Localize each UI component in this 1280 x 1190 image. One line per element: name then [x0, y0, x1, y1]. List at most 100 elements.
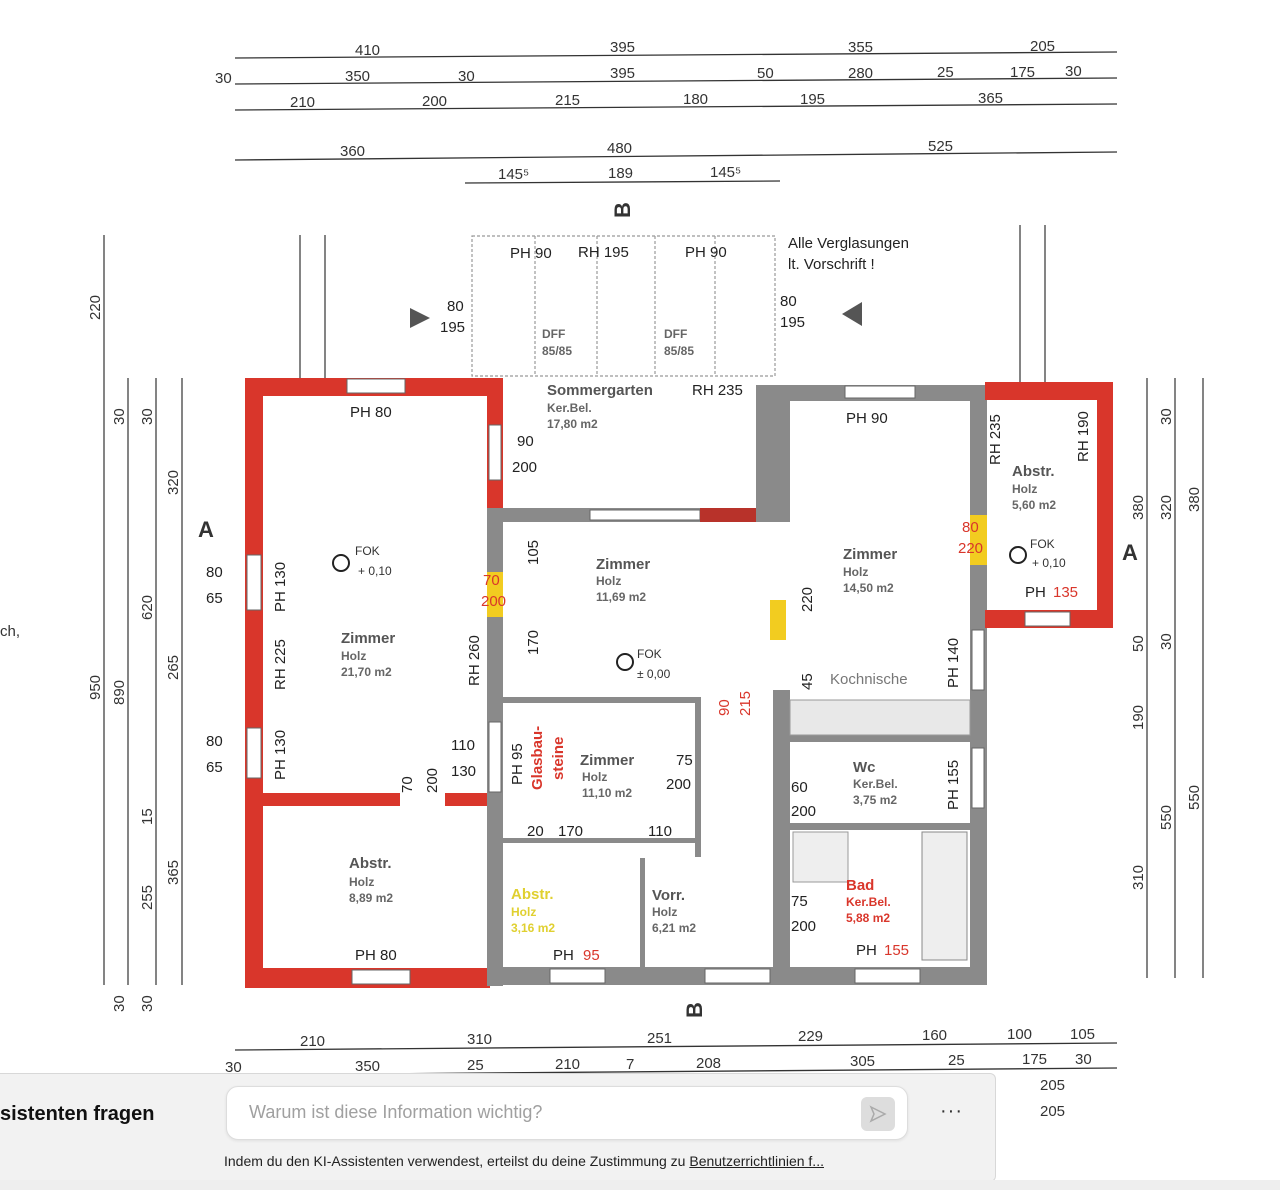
dim: 310: [467, 1031, 492, 1048]
label: PH 90: [510, 245, 552, 262]
question-input[interactable]: [247, 1101, 851, 1124]
dim: 320: [165, 470, 182, 495]
dim: 220: [799, 587, 816, 612]
label: 95: [583, 947, 600, 964]
glazing-note: lt. Vorschrift !: [788, 256, 875, 273]
room-area: 3,75 m2: [853, 793, 897, 807]
dim: 80: [206, 564, 223, 581]
dim: 170: [525, 630, 542, 655]
dim: 75: [676, 752, 693, 769]
dim: 310: [1130, 865, 1147, 890]
dim: 60: [791, 779, 808, 796]
sommergarten-glazing: [471, 235, 776, 377]
label: + 0,10: [358, 564, 392, 578]
room-name: Vorr.: [652, 887, 685, 904]
label: DFF: [664, 327, 687, 341]
label: DFF: [542, 327, 565, 341]
label: 195: [780, 314, 805, 331]
label: PH 90: [846, 410, 888, 427]
page-side-text: ch,: [0, 623, 21, 640]
dim: 200: [791, 803, 816, 820]
label: RH 235: [692, 382, 743, 399]
room-name: Zimmer: [843, 546, 897, 563]
question-input-box: [226, 1086, 908, 1140]
dim: 200: [791, 918, 816, 935]
dim: 200: [512, 459, 537, 476]
room-floor: Holz: [1012, 482, 1037, 496]
dim: 50: [1130, 635, 1147, 652]
dim: 265: [165, 655, 182, 680]
dim: 90: [517, 433, 534, 450]
room-floor: Holz: [843, 565, 868, 579]
room-name: Abstr.: [511, 886, 554, 903]
dim: 80: [962, 519, 979, 536]
room-floor: Holz: [341, 649, 366, 663]
room-floor: Ker.Bel.: [853, 777, 898, 791]
dim: 130: [451, 763, 476, 780]
room-name: Zimmer: [580, 752, 634, 769]
dim: 205: [1040, 1077, 1065, 1094]
label: PH 90: [685, 244, 727, 261]
dim: 251: [647, 1030, 672, 1047]
dim: 110: [451, 737, 475, 754]
dim: 395: [610, 65, 635, 82]
dim: 70: [483, 572, 500, 589]
label: RH 190: [1075, 411, 1092, 462]
dim: 550: [1158, 805, 1175, 830]
dim: 200: [481, 593, 506, 610]
dim: 350: [355, 1058, 380, 1075]
label: FOK: [1030, 537, 1055, 551]
dim: 30: [139, 408, 156, 425]
label: Glasbau-: [529, 726, 546, 790]
room-name: Wc: [853, 759, 876, 776]
room-area: 11,10 m2: [582, 786, 632, 800]
dim: 205: [1030, 38, 1055, 55]
send-button[interactable]: [861, 1097, 895, 1131]
level-marker-icon: [1009, 546, 1027, 564]
assistant-title: sistenten fragen: [0, 1103, 155, 1125]
dim: 25: [937, 64, 954, 81]
dim: 160: [922, 1027, 947, 1044]
dim: 215: [555, 92, 580, 109]
room-name: Abstr.: [1012, 463, 1055, 480]
label: RH 195: [578, 244, 629, 261]
dim: 320: [1158, 495, 1175, 520]
room-area: 21,70 m2: [341, 665, 392, 679]
dim: 30: [215, 70, 232, 87]
dim: 30: [1158, 633, 1175, 650]
label: ± 0,00: [637, 667, 671, 681]
dim: 30: [1075, 1051, 1092, 1068]
dim: 25: [948, 1052, 965, 1069]
section-mark-a: A: [1122, 540, 1138, 565]
dim: 170: [558, 823, 583, 840]
room-area: 5,60 m2: [1012, 498, 1056, 512]
room-name: Zimmer: [596, 556, 650, 573]
dim: 365: [165, 860, 182, 885]
dim: 380: [1130, 495, 1147, 520]
user-guidelines-link[interactable]: Benutzerrichtlinien f...: [689, 1153, 824, 1169]
dim: 305: [850, 1053, 875, 1070]
room-area: 14,50 m2: [843, 581, 894, 595]
label: PH 130: [272, 562, 289, 612]
dim: 525: [928, 138, 953, 155]
dim: 15: [139, 808, 156, 825]
dim: 175: [1010, 64, 1035, 81]
section-mark-b: B: [682, 1002, 707, 1018]
label: PH 95: [509, 743, 526, 785]
room-labels: Zimmer Holz 21,70 m2 Abstr. Holz 8,89 m2…: [341, 463, 1056, 935]
dim: 50: [757, 65, 774, 82]
label: FOK: [637, 647, 662, 661]
dim: 30: [111, 408, 128, 425]
more-options-button[interactable]: ···: [940, 1100, 963, 1122]
dim: 280: [848, 65, 873, 82]
dim: 100: [1007, 1026, 1032, 1043]
section-arrow-icon: [842, 302, 862, 326]
dim: 45: [799, 673, 816, 690]
dim: 205: [1040, 1103, 1065, 1120]
section-arrow-icon: [410, 308, 430, 328]
label: RH 260: [466, 635, 483, 686]
label: PH 80: [355, 947, 397, 964]
dim: 550: [1186, 785, 1203, 810]
label: RH 225: [272, 639, 289, 690]
dim: 200: [422, 93, 447, 110]
